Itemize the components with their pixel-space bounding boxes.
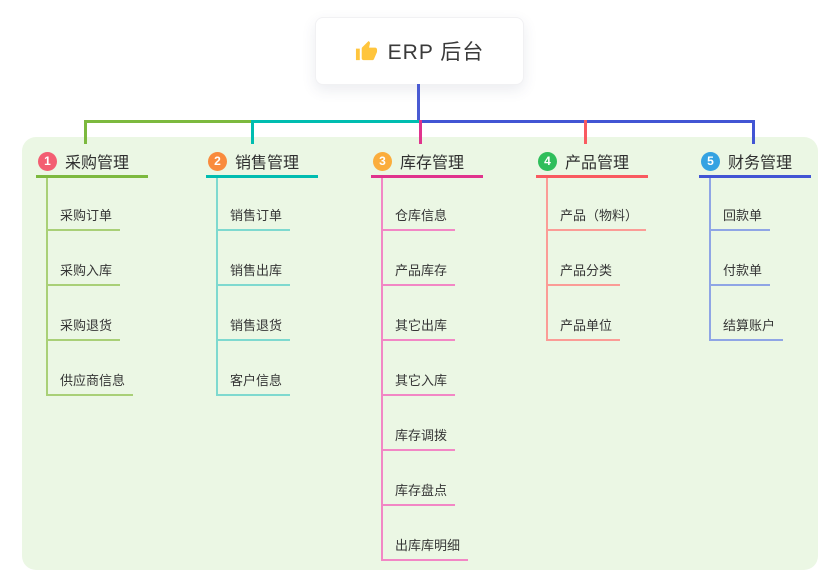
branch-4-drop-line [584,120,587,144]
branch-3-drop-line [419,120,422,144]
child-node-2-2[interactable]: 销售出库 [216,249,291,286]
connector-segment-right-blue [420,120,754,123]
branch-node-1[interactable]: 1 采购管理 [36,147,148,178]
root-node-label: ERP 后台 [387,41,485,64]
branch-node-5[interactable]: 5 财务管理 [699,147,811,178]
branch-children-connector [381,178,383,561]
child-node-5-1[interactable]: 回款单 [709,194,771,231]
child-node-3-5[interactable]: 库存调拨 [381,414,456,451]
child-node-1-1[interactable]: 采购订单 [46,194,121,231]
branch-number-badge: 5 [701,151,720,171]
branch-node-3[interactable]: 3 库存管理 [371,147,483,178]
branch-node-2[interactable]: 2 销售管理 [206,147,318,178]
branch-title-label: 财务管理 [728,155,793,172]
branch-children-connector [216,178,218,396]
child-node-5-2[interactable]: 付款单 [709,249,771,286]
connector-segment-left-green [84,120,253,123]
branch-title-label: 库存管理 [400,155,465,172]
branch-children-connector [709,178,711,341]
branch-1-drop-line [84,120,87,144]
child-node-5-3[interactable]: 结算账户 [709,304,784,341]
branch-node-4[interactable]: 4 产品管理 [536,147,648,178]
root-connector-line [417,84,420,123]
child-node-2-1[interactable]: 销售订单 [216,194,291,231]
branch-number-badge: 2 [208,151,227,171]
child-node-2-3[interactable]: 销售退货 [216,304,291,341]
child-node-3-7[interactable]: 出库库明细 [381,524,469,561]
connector-segment-mid-teal [252,120,421,123]
child-node-3-6[interactable]: 库存盘点 [381,469,456,506]
child-node-3-2[interactable]: 产品库存 [381,249,456,286]
branch-children-connector [546,178,548,341]
child-node-4-3[interactable]: 产品单位 [546,304,621,341]
child-node-1-4[interactable]: 供应商信息 [46,359,134,396]
branch-number-badge: 1 [38,151,57,171]
child-node-4-1[interactable]: 产品（物料） [546,194,647,231]
branch-children-connector [46,178,48,396]
child-node-3-4[interactable]: 其它入库 [381,359,456,396]
branch-title-label: 采购管理 [65,155,130,172]
branch-title-label: 销售管理 [235,155,300,172]
child-node-4-2[interactable]: 产品分类 [546,249,621,286]
branch-title-label: 产品管理 [565,155,630,172]
thumbs-up-icon [355,40,377,60]
branches-panel [22,137,818,570]
root-node[interactable]: ERP 后台 [315,17,524,85]
branch-5-drop-line [752,120,755,144]
child-node-1-2[interactable]: 采购入库 [46,249,121,286]
branch-number-badge: 4 [538,151,557,171]
branch-2-drop-line [251,120,254,144]
child-node-2-4[interactable]: 客户信息 [216,359,291,396]
child-node-1-3[interactable]: 采购退货 [46,304,121,341]
child-node-3-1[interactable]: 仓库信息 [381,194,456,231]
branch-number-badge: 3 [373,151,392,171]
child-node-3-3[interactable]: 其它出库 [381,304,456,341]
